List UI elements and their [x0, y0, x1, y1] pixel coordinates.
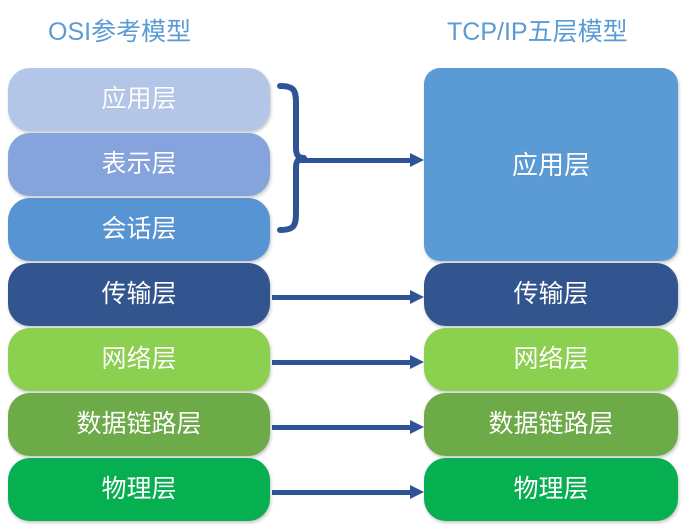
osi-layer-presentation[interactable]: 表示层	[8, 133, 270, 196]
tcpip-layer-physical-label: 物理层	[513, 475, 589, 503]
tcpip-layer-data-link-label: 数据链路层	[488, 410, 614, 438]
osi-layer-data-link[interactable]: 数据链路层	[8, 393, 270, 456]
osi-layer-presentation-label: 表示层	[101, 150, 177, 178]
osi-layer-physical[interactable]: 物理层	[8, 458, 270, 521]
tcpip-layer-application-label: 应用层	[511, 149, 590, 180]
tcpip-layer-network[interactable]: 网络层	[424, 328, 678, 391]
tcpip-column-title: TCP/IP五层模型	[447, 18, 628, 46]
osi-layer-application-label: 应用层	[101, 85, 177, 113]
osi-layer-data-link-label: 数据链路层	[76, 410, 202, 438]
osi-layer-transport[interactable]: 传输层	[8, 263, 270, 326]
osi-layer-network-label: 网络层	[101, 345, 177, 373]
osi-layer-application[interactable]: 应用层	[8, 68, 270, 131]
osi-layer-physical-label: 物理层	[101, 475, 177, 503]
tcpip-layer-physical[interactable]: 物理层	[424, 458, 678, 521]
osi-column-title: OSI参考模型	[48, 18, 192, 46]
tcpip-layer-transport[interactable]: 传输层	[424, 263, 678, 326]
tcpip-layer-application[interactable]: 应用层	[424, 68, 678, 261]
osi-layer-transport-label: 传输层	[101, 280, 177, 308]
osi-layer-session-label: 会话层	[101, 215, 177, 243]
tcpip-layer-data-link[interactable]: 数据链路层	[424, 393, 678, 456]
tcpip-layer-network-label: 网络层	[513, 345, 589, 373]
tcpip-layer-transport-label: 传输层	[513, 280, 589, 308]
osi-layer-network[interactable]: 网络层	[8, 328, 270, 391]
osi-layer-session[interactable]: 会话层	[8, 198, 270, 261]
